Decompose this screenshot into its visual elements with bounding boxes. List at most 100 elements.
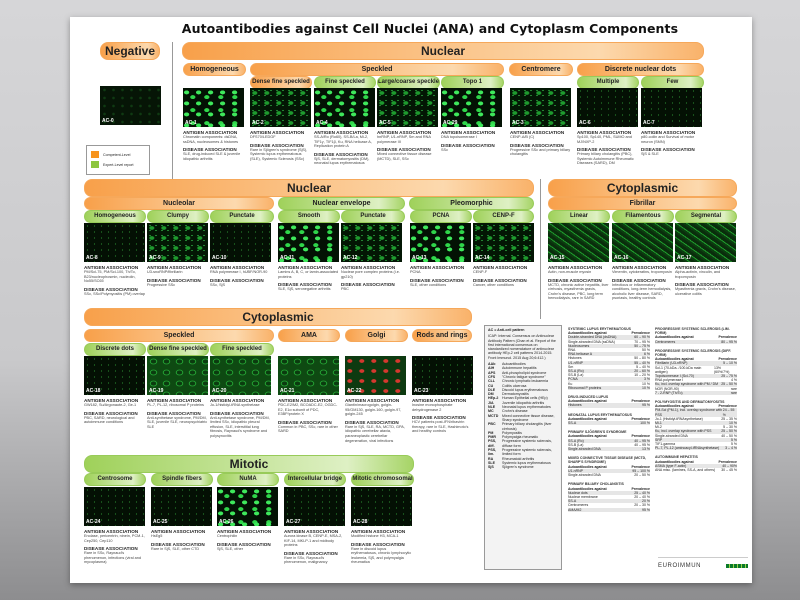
antibody-cell: SS-A bbox=[568, 421, 577, 426]
pill-punctate-envelope: Punctate bbox=[341, 210, 405, 223]
antibody-cell: Histones bbox=[568, 356, 582, 361]
pill-centromere: Centromere bbox=[509, 63, 573, 76]
antigen-text: DNA topoisomerase I bbox=[441, 135, 477, 139]
antigen-text: Nuclear pore complex proteins (i.e. gp21… bbox=[341, 270, 400, 279]
prevalence-cell: 20 – 50 % bbox=[634, 473, 650, 478]
table-body: ASMA (type F-actin)40 – 90%ANA misc. (la… bbox=[655, 463, 737, 472]
pattern-code: AC-25 bbox=[153, 519, 168, 525]
abbr-key: PSS, lim. bbox=[488, 448, 497, 457]
disease-heading: DISEASE ASSOCIATION bbox=[217, 541, 271, 547]
abbr-key: CLL bbox=[488, 379, 495, 384]
abbr-value: Rheumatoid arthritis bbox=[502, 456, 535, 461]
disease-text: SSc, SSc/Polymyositis (PM) overlap bbox=[84, 291, 145, 296]
antibody-cell: SRP bbox=[655, 437, 663, 442]
antigen-text: Vimentin, cytokeratins, tropomyosin bbox=[612, 270, 672, 274]
antigen-heading: ANTIGEN ASSOCIATION bbox=[84, 529, 139, 534]
pattern-code: AC-7 bbox=[643, 120, 655, 126]
disease-text: Rare in SSc, Raynaud's phenomenon, infec… bbox=[84, 551, 141, 565]
poster-title: Autoantibodies against Cell Nuclei (ANA)… bbox=[181, 21, 679, 36]
ifa-image: AC-5 bbox=[377, 88, 438, 127]
ifa-image: AC-20 bbox=[210, 356, 271, 395]
antigen-heading: ANTIGEN ASSOCIATION bbox=[548, 265, 603, 270]
pill-numa: NuMA bbox=[217, 473, 279, 486]
disease-heading: DISEASE ASSOCIATION bbox=[351, 541, 405, 547]
prevalence-cell: 40 – 95 % bbox=[634, 442, 650, 447]
antibody-cell: Ribosomal P proteins bbox=[568, 385, 602, 390]
abbr-key: MC bbox=[488, 409, 494, 414]
abbr-value: Systemic lupus erythematosus bbox=[502, 460, 551, 465]
antigen-text: PDC-E2/M2, BCOADC-E2, OGDC-E2, E1α subun… bbox=[278, 403, 338, 417]
disease-heading: DISEASE ASSOCIATION bbox=[548, 277, 602, 283]
abbr-value: Progressive systemic sclerosis, diffuse … bbox=[502, 439, 552, 448]
antigen-text: Sp100, Sp140, PML, SUMO and MJ/NXP-2 bbox=[577, 135, 632, 144]
disease-heading: DISEASE ASSOCIATION bbox=[210, 277, 264, 283]
abbr-value: Crohn's disease bbox=[502, 409, 528, 414]
antibody-cell: RNA bbox=[568, 348, 576, 353]
antibody-cell: ASMA (type F-actin) bbox=[655, 463, 687, 468]
pill-cytoplasmic-right: Cytoplasmic bbox=[548, 179, 737, 197]
prevalence-cell: 5 – 40 % bbox=[636, 364, 650, 369]
abbr-key: PMR bbox=[488, 435, 496, 440]
column-header: Autoantibodies against bbox=[568, 434, 607, 439]
pattern-code: AC-8 bbox=[86, 255, 98, 261]
antigen-heading: ANTIGEN ASSOCIATION bbox=[675, 265, 730, 270]
prevalence-cell: rare bbox=[730, 386, 737, 391]
table-row: Double-stranded DNA (dsDNA)60 – 90 % bbox=[568, 335, 650, 340]
disease-heading: DISEASE ASSOCIATION bbox=[412, 415, 466, 421]
pill-cenp-f: CENP-F bbox=[473, 210, 534, 223]
prevalence-tables-right: PROGRESSIVE SYSTEMIC SCLEROSIS (LIM. FOR… bbox=[655, 327, 737, 477]
ifa-image: AC-28 bbox=[351, 487, 412, 526]
pill-spindle-fibers: Spindle fibers bbox=[151, 473, 213, 486]
antigen-heading: ANTIGEN ASSOCIATION bbox=[217, 529, 272, 534]
pattern-code: AC-23 bbox=[414, 388, 429, 394]
ifa-image: AC-10 bbox=[210, 223, 271, 262]
disease-heading: DISEASE ASSOCIATION bbox=[641, 147, 695, 153]
ifa-image: AC-13 bbox=[410, 223, 471, 262]
pattern-code: AC-13 bbox=[412, 255, 427, 261]
column-header: Prevalence bbox=[718, 459, 738, 464]
pattern-code: AC-21 bbox=[280, 388, 295, 394]
prevalence-cell: 20 – 40 % bbox=[634, 494, 650, 499]
pill-filamentous: Filamentous bbox=[612, 210, 674, 223]
abbr-row: PSS, lim.Progressive systemic sclerosis,… bbox=[488, 448, 558, 457]
pattern-code: AC-18 bbox=[86, 388, 101, 394]
abbr-value: Human Epithelial cells (HEp) bbox=[502, 396, 548, 401]
orange-swatch-icon bbox=[91, 151, 99, 158]
pattern-code: AC-6 bbox=[579, 120, 591, 126]
antibody-cell: Centromeres bbox=[568, 503, 589, 508]
ifa-image: AC-4 bbox=[314, 88, 375, 127]
column-header: Prevalence bbox=[718, 404, 738, 409]
ifa-image: AC-3 bbox=[510, 88, 571, 127]
pattern-code: AC-5 bbox=[379, 120, 391, 126]
disease-text: Cancer, other conditions bbox=[473, 282, 514, 287]
antibody-cell: Mi-2 bbox=[655, 425, 662, 430]
ifa-image: AC-9 bbox=[147, 223, 208, 262]
disease-heading: DISEASE ASSOCIATION bbox=[210, 410, 264, 416]
disease-text: SjS & SLE bbox=[641, 152, 659, 157]
prevalence-cell: 13% (60%/7%) bbox=[714, 365, 730, 374]
prevalence-cell: 5 % bbox=[730, 437, 737, 442]
disease-text: SLE, drug-induced SLE & juvenile idiopat… bbox=[183, 152, 241, 161]
